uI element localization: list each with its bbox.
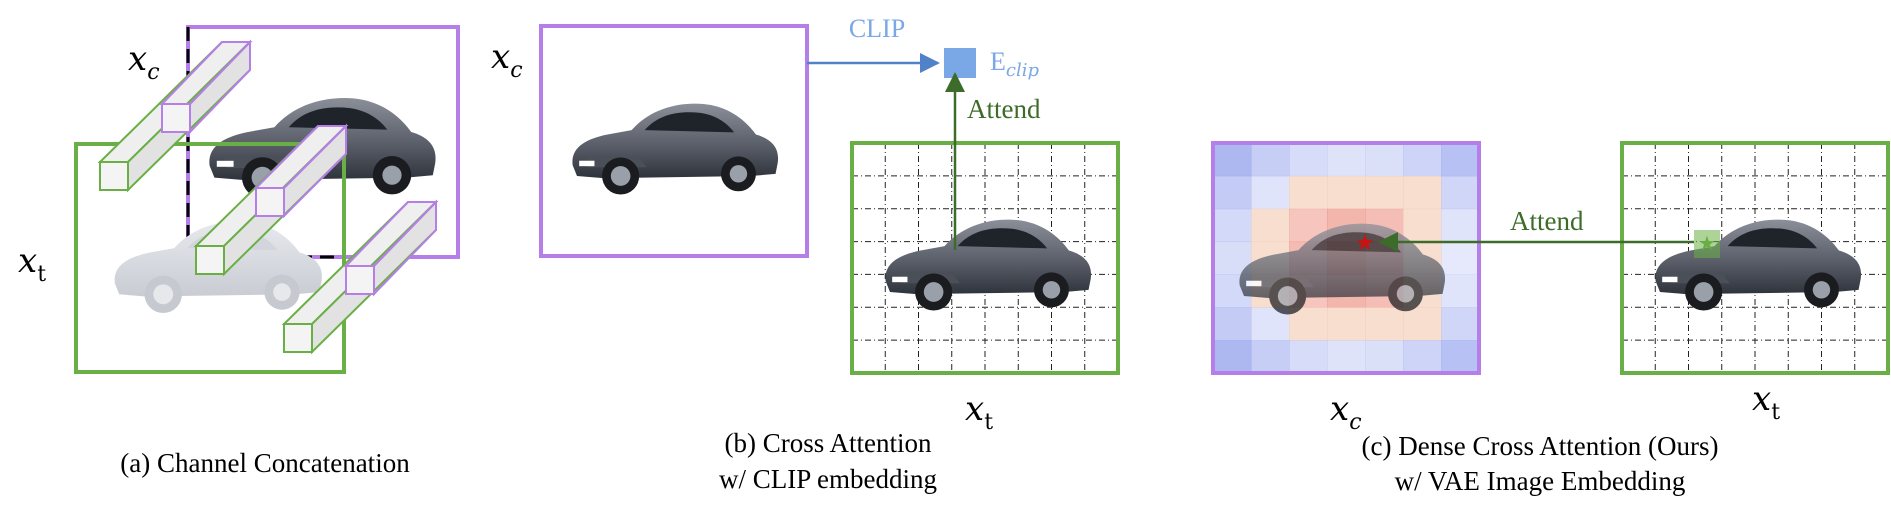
heatmap-cell xyxy=(1441,143,1480,177)
heatmap-cell xyxy=(1289,175,1328,210)
caption-b-line1: (b) Cross Attention xyxy=(725,428,932,458)
panel-b-cross-attention: xc CLIP Eclip Attend xt (b) Cross Attent… xyxy=(491,14,1120,494)
xt-frame xyxy=(74,142,346,374)
xt-frame xyxy=(850,141,1120,375)
heatmap-cell xyxy=(1365,307,1404,341)
xt-frame xyxy=(1620,141,1890,375)
heatmap-cell xyxy=(1403,307,1442,341)
star-icon: ★ xyxy=(1698,233,1716,255)
heatmap-cell xyxy=(1441,307,1480,341)
car-image xyxy=(885,219,1092,311)
heatmap-cell xyxy=(1365,143,1404,177)
caption-a: (a) Channel Concatenation xyxy=(120,448,410,478)
heatmap-cell xyxy=(1327,175,1366,210)
heatmap-cell xyxy=(1403,175,1442,210)
heatmap-cell xyxy=(1327,307,1366,341)
cuboid-icon xyxy=(97,39,253,193)
xc-label: xc xyxy=(1330,389,1362,435)
car-image xyxy=(572,103,779,195)
heatmap-cell xyxy=(1251,340,1290,374)
embed-label: Eclip xyxy=(990,47,1039,81)
caption-c-line2: w/ VAE Image Embedding xyxy=(1395,466,1686,496)
heatmap-cell xyxy=(1213,143,1252,177)
query-highlight xyxy=(1694,230,1720,258)
heatmap-cell xyxy=(1289,143,1328,177)
attend-label: Attend xyxy=(967,94,1041,124)
car-image xyxy=(1655,219,1862,311)
cuboid-icon xyxy=(193,123,349,277)
heatmap-cell xyxy=(1213,340,1252,374)
attend-label: Attend xyxy=(1510,206,1584,236)
heatmap-cell xyxy=(1213,307,1252,341)
xc-frame xyxy=(539,24,809,258)
heatmap-cell xyxy=(1289,307,1328,341)
xt-label: xt xyxy=(1752,379,1780,425)
heatmap-cell xyxy=(1213,208,1252,243)
heatmap-cell xyxy=(1251,208,1290,243)
heatmap-cell xyxy=(1289,340,1328,374)
cuboid-icon xyxy=(281,199,439,355)
panel-a-channel-concatenation: xc xt (a) Channel Concatenation xyxy=(18,25,460,478)
heatmap-cell xyxy=(1403,340,1442,374)
heatmap-cell xyxy=(1441,208,1480,243)
star-icon: ★ xyxy=(1355,230,1375,255)
heatmap-cell xyxy=(1403,143,1442,177)
heatmap-cell xyxy=(1251,143,1290,177)
heatmap-cell xyxy=(1441,241,1480,275)
heatmap-cell xyxy=(1441,340,1480,374)
panel-c-dense-cross-attention: xc ★ Attend ★ xt (c) Dense Cross Attenti… xyxy=(1211,141,1890,496)
heatmap-cell xyxy=(1365,340,1404,374)
heatmap-cell xyxy=(1213,175,1252,210)
heatmap-cell xyxy=(1441,274,1480,308)
caption-b-line2: w/ CLIP embedding xyxy=(719,464,937,494)
caption-c-line1: (c) Dense Cross Attention (Ours) xyxy=(1362,431,1719,461)
embedding-square xyxy=(944,48,976,78)
heatmap-cell xyxy=(1441,175,1480,210)
xc-label: xc xyxy=(491,37,523,83)
heatmap-cell xyxy=(1327,143,1366,177)
heatmap-cell xyxy=(1251,175,1290,210)
xt-label: xt xyxy=(18,241,46,287)
heatmap-cell xyxy=(1403,208,1442,243)
xt-label: xt xyxy=(965,389,993,435)
xc-label: xc xyxy=(128,39,160,85)
xc-frame xyxy=(1211,141,1481,375)
heatmap-cell xyxy=(1327,340,1366,374)
clip-label: CLIP xyxy=(849,14,905,43)
heatmap-cell xyxy=(1365,175,1404,210)
